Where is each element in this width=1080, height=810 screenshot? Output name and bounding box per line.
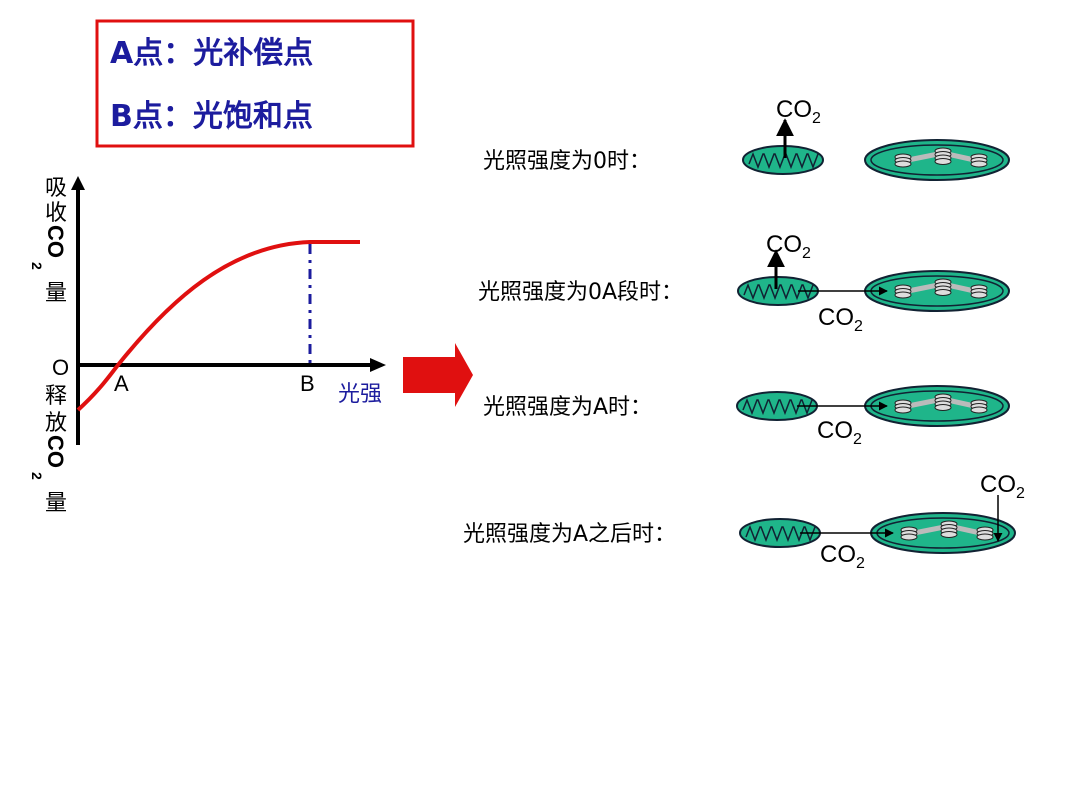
y-axis-label-absorb: 吸 收 CO 2 量	[29, 176, 68, 306]
compensation-point-definition: A点：光补偿点	[110, 36, 313, 71]
y-label-sub: 2	[29, 472, 45, 480]
light-condition-rows: 光照强度为0时：CO2光照强度为0A段时：CO2CO2光照强度为A时：CO2光照…	[463, 96, 1025, 572]
co2-subscript: 2	[812, 110, 821, 127]
mitochondrion-icon	[736, 391, 818, 421]
x-axis-label: 光强	[338, 382, 382, 407]
co2-label: CO2	[820, 541, 865, 572]
mitochondrion-icon	[739, 518, 821, 548]
y-label-char: 量	[45, 491, 67, 516]
light-condition-row: 光照强度为A时： CO2	[483, 385, 1010, 448]
light-response-graph: O A B 光强 吸 收 CO 2 量 释 放 CO 2 量	[29, 176, 386, 516]
y-label-char: 收	[45, 201, 67, 226]
point-b-label: B	[300, 371, 315, 396]
co2-main: CO	[818, 304, 854, 331]
mitochondrion-icon	[742, 145, 824, 175]
definition-border	[95, 19, 415, 148]
light-condition-row: 光照强度为0时： CO2	[483, 96, 1010, 181]
x-axis-arrow	[370, 358, 386, 372]
y-axis-arrow	[71, 176, 85, 190]
co2-label: CO2	[980, 471, 1025, 502]
co2-subscript: 2	[856, 555, 865, 572]
co2-main: CO	[820, 541, 856, 568]
co2-subscript: 2	[802, 245, 811, 262]
row-label: 光照强度为A之后时：	[463, 522, 676, 547]
co2-main: CO	[776, 96, 812, 123]
definition-box: A点：光补偿点 B点：光饱和点	[95, 19, 415, 148]
co2-subscript: 2	[853, 431, 862, 448]
co2-label: CO2	[818, 304, 863, 335]
row-label: 光照强度为0时：	[483, 149, 651, 174]
y-label-char: 释	[45, 384, 67, 409]
y-axis-label-release: 释 放 CO 2 量	[29, 384, 68, 516]
saturation-point-definition: B点：光饱和点	[110, 99, 313, 134]
y-label-char: CO	[43, 225, 68, 258]
co2-subscript: 2	[854, 318, 863, 335]
row-label: 光照强度为A时：	[483, 395, 652, 420]
y-label-char: 放	[45, 411, 67, 436]
co2-label: CO2	[817, 417, 862, 448]
right-arrow-icon	[403, 343, 473, 407]
co2-main: CO	[980, 471, 1016, 498]
y-label-char: 吸	[45, 176, 67, 201]
chloroplast-icon	[870, 512, 1016, 554]
y-label-sub: 2	[29, 262, 45, 270]
co2-main: CO	[817, 417, 853, 444]
chloroplast-icon	[864, 270, 1010, 312]
co2-subscript: 2	[1016, 485, 1025, 502]
net-photosynthesis-curve	[76, 240, 360, 412]
co2-label: CO2	[766, 231, 811, 262]
y-label-char: CO	[43, 435, 68, 468]
point-a-label: A	[114, 371, 129, 396]
chloroplast-icon	[864, 139, 1010, 181]
co2-label: CO2	[776, 96, 821, 127]
row-label: 光照强度为0A段时：	[478, 280, 683, 305]
origin-label: O	[52, 355, 69, 380]
y-label-char: 量	[45, 281, 67, 306]
co2-main: CO	[766, 231, 802, 258]
